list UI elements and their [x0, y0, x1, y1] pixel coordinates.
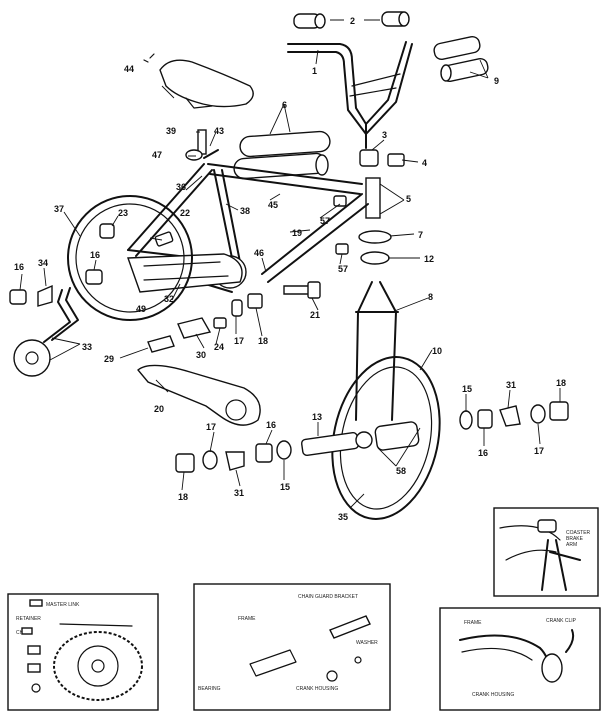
callout-57-upper: 57	[320, 216, 330, 226]
callout-19: 19	[292, 228, 302, 238]
callout-9: 9	[494, 76, 499, 86]
callout-31-front: 31	[506, 380, 516, 390]
callout-13: 13	[312, 412, 322, 422]
inset-chain: MASTER LINK RETAINER CHAIN	[7, 593, 159, 711]
callout-16-front: 16	[478, 448, 488, 458]
callout-37: 37	[54, 204, 64, 214]
callout-30: 30	[196, 350, 206, 360]
callout-6: 6	[282, 100, 287, 110]
callout-36: 36	[176, 182, 186, 192]
callout-47: 47	[152, 150, 162, 160]
replacement-grips	[433, 35, 489, 83]
callout-29: 29	[104, 354, 114, 364]
callout-20: 20	[154, 404, 164, 414]
callout-17-rear: 17	[206, 422, 216, 432]
rear-axle-nuts	[9, 223, 174, 305]
guard-washer-label: WASHER	[356, 640, 378, 646]
rear-axle-hardware	[175, 440, 292, 473]
front-wheel	[331, 356, 441, 520]
crank-hardware	[147, 281, 321, 353]
handlebar	[287, 41, 413, 149]
clip-frame-label: FRAME	[464, 620, 482, 626]
clip-clip-label: CRANK CLIP	[546, 618, 577, 624]
callout-39: 39	[166, 126, 176, 136]
callout-57-lower: 57	[338, 264, 348, 274]
callout-18-rear: 18	[178, 492, 188, 502]
callout-15-front: 15	[462, 384, 472, 394]
headset	[358, 149, 405, 265]
callout-38: 38	[240, 206, 250, 216]
guard-bracket-label: CHAIN GUARD BRACKET	[298, 594, 358, 600]
callout-45: 45	[268, 200, 278, 210]
callout-numbers: 2 1 9 6 44 3 4 5 7 12 8 10 39 43 47 36 3…	[14, 16, 566, 522]
chain-label-line1: MASTER LINK	[46, 602, 80, 608]
inset-coaster-brake: COASTER BRAKE ARM	[493, 507, 599, 597]
callout-5: 5	[406, 194, 411, 204]
coaster-label-line1: COASTER	[566, 530, 591, 536]
callout-4: 4	[422, 158, 427, 168]
callout-2: 2	[350, 16, 355, 26]
callout-22: 22	[180, 208, 190, 218]
coaster-label-line3: ARM	[566, 542, 577, 548]
callout-10: 10	[432, 346, 442, 356]
callout-16-right: 16	[90, 250, 100, 260]
callout-35: 35	[338, 512, 348, 522]
handlebar-grip-right	[381, 11, 410, 27]
frame-pads	[233, 130, 331, 180]
callout-3: 3	[382, 130, 387, 140]
guard-bearing-label: BEARING	[198, 686, 221, 692]
callout-44: 44	[124, 64, 134, 74]
rear-wheel	[67, 195, 193, 321]
inset-chain-guard-bracket: CHAIN GUARD BRACKET FRAME WASHER BEARING…	[193, 583, 391, 711]
callout-33: 33	[82, 342, 92, 352]
callout-23: 23	[118, 208, 128, 218]
callout-12: 12	[424, 254, 434, 264]
training-wheels	[13, 284, 79, 377]
front-axle-hardware	[459, 401, 569, 430]
callout-58: 58	[396, 466, 406, 476]
handlebar-grip-left	[293, 13, 326, 29]
callout-31-rear: 31	[234, 488, 244, 498]
chain-guard-panel	[127, 253, 243, 293]
callout-24: 24	[214, 342, 224, 352]
chain-label-line2: RETAINER	[16, 616, 41, 622]
callout-18-crank: 18	[258, 336, 268, 346]
front-hub	[300, 421, 420, 457]
coaster-label-line2: BRAKE	[566, 536, 584, 542]
callout-18-front: 18	[556, 378, 566, 388]
callout-21: 21	[310, 310, 320, 320]
callout-1: 1	[312, 66, 317, 76]
callout-15-rear: 15	[280, 482, 290, 492]
guard-frame-label: FRAME	[238, 616, 256, 622]
clip-housing-label: CRANK HOUSING	[472, 692, 514, 698]
inset-crank-clip: FRAME CRANK CLIP CRANK HOUSING	[439, 607, 601, 711]
callout-16-rear: 16	[266, 420, 276, 430]
guard-housing-label: CRANK HOUSING	[296, 686, 338, 692]
callout-16-left: 16	[14, 262, 24, 272]
callout-7: 7	[418, 230, 423, 240]
callout-49: 49	[136, 304, 146, 314]
callout-34: 34	[38, 258, 48, 268]
callout-32: 32	[164, 294, 174, 304]
callout-43: 43	[214, 126, 224, 136]
leader-lines	[19, 19, 561, 509]
callout-17-crank: 17	[234, 336, 244, 346]
callout-8: 8	[428, 292, 433, 302]
chain-guard	[137, 364, 261, 426]
seat-post	[185, 129, 219, 161]
callout-46: 46	[254, 248, 264, 258]
seat	[143, 53, 254, 109]
front-fork	[355, 281, 399, 421]
callout-17-front: 17	[534, 446, 544, 456]
